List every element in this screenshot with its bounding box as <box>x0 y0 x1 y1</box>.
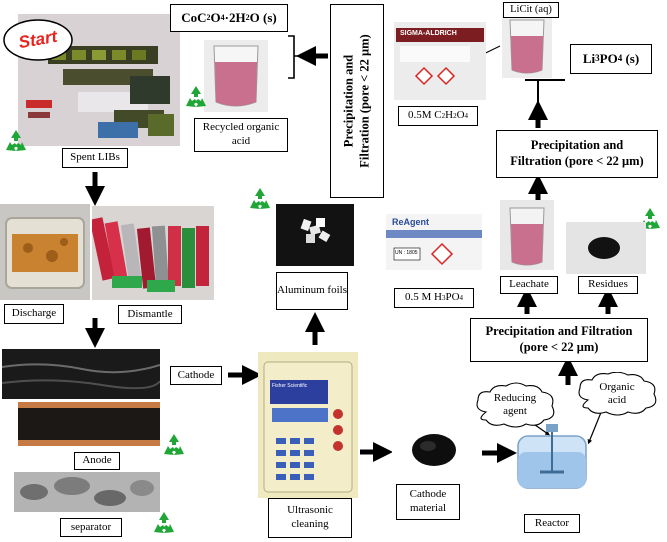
ultrasonic-cleaning-label: Ultrasonic cleaning <box>268 498 352 538</box>
cathode-material-photo <box>392 418 476 480</box>
dismantle-photo <box>92 206 214 300</box>
separator-label: separator <box>60 518 122 537</box>
organic-acid-label: Organic acid <box>599 380 635 406</box>
oxalic-acid-bottle-photo: SIGMA-ALDRICH <box>394 22 486 100</box>
licit-beaker-photo <box>502 14 552 78</box>
anode-strip-photo <box>18 402 160 446</box>
recycled-acid-beaker-photo <box>204 40 268 112</box>
recycle-icon <box>154 512 174 533</box>
reducing-agent-label: Reducing agent <box>493 391 537 417</box>
reagent-brand-label: ReAgent <box>392 217 430 227</box>
leachate-beaker-photo <box>500 200 554 270</box>
cathode-strip-photo <box>2 349 160 399</box>
sigma-brand-label: SIGMA-ALDRICH <box>400 30 457 37</box>
cathode-label: Cathode <box>170 366 222 385</box>
discharge-photo <box>0 204 90 300</box>
precip-vertical-line-1: Precipitation and <box>341 54 356 148</box>
recycled-organic-acid-label: Recycled organic acid <box>194 118 288 152</box>
reactor-vessel <box>517 424 587 489</box>
precipitation-box-vertical: Precipitation and Filtration (pore < 22 … <box>330 4 384 198</box>
licit-label: LiCit (aq) <box>503 2 559 18</box>
discharge-label: Discharge <box>4 304 64 324</box>
residues-label: Residues <box>578 276 638 294</box>
aluminum-foils-photo <box>276 204 354 266</box>
precipitation-box-middle: Precipitation and Filtration (pore < 22 … <box>496 130 658 178</box>
separator-strip-photo <box>14 472 160 512</box>
recycle-icon <box>164 434 184 455</box>
instrument-brand-label: Fisher Scientific <box>272 383 308 389</box>
reactor-label: Reactor <box>524 514 580 533</box>
recycle-icon <box>186 86 206 107</box>
reducing-agent-cloud: Reducing agent <box>472 382 558 428</box>
h3po4-bottle-photo: ReAgent UN : 1805 <box>386 214 482 270</box>
organic-acid-cloud: Organic acid <box>574 372 660 416</box>
un-code-label: UN : 1805 <box>395 250 418 256</box>
residues-photo <box>566 222 646 274</box>
ultrasonic-device-photo: Fisher Scientific <box>258 352 358 498</box>
start-badge: Start <box>2 18 74 62</box>
dismantle-label: Dismantle <box>118 305 182 324</box>
precip-vertical-line-2: Filtration (pore < 22 μm) <box>357 34 371 168</box>
recycle-icon <box>6 130 26 151</box>
aluminum-foils-label: Aluminum foils <box>276 272 348 310</box>
cathode-material-label: Cathode material <box>396 484 460 520</box>
leachate-label: Leachate <box>500 276 558 294</box>
spent-libs-label: Spent LIBs <box>62 148 128 168</box>
anode-label: Anode <box>74 452 120 470</box>
precipitation-box-bottom: Precipitation and Filtration (pore < 22 … <box>470 318 648 362</box>
recycle-icon <box>250 188 270 209</box>
product-bracket <box>288 35 300 79</box>
